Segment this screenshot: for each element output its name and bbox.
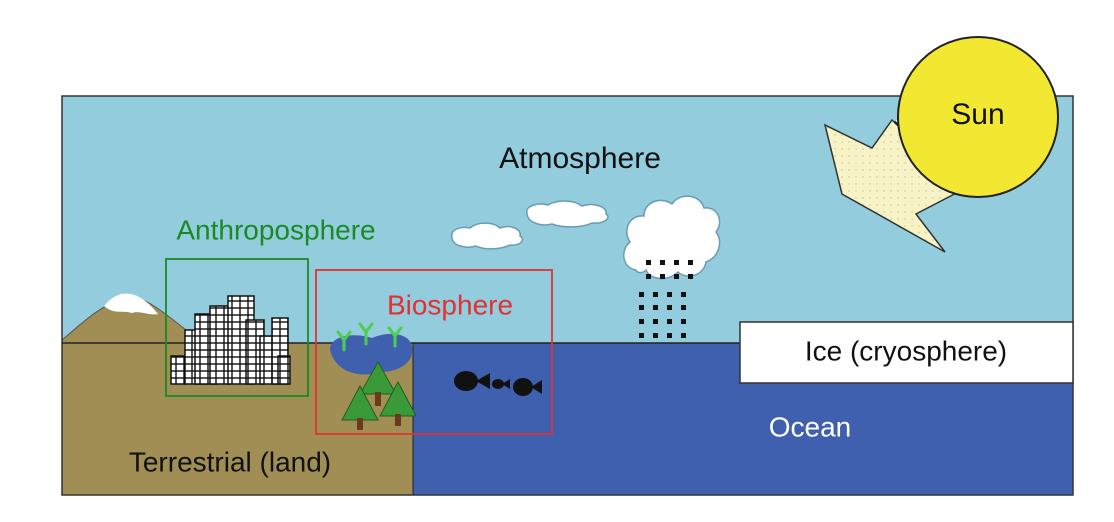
terrestrial-label: Terrestrial (land) [129, 446, 331, 477]
fish-icon [454, 371, 542, 396]
rain-cloud-icon [623, 195, 721, 338]
mountain-icon [62, 293, 207, 346]
diagram-frame [61, 95, 1074, 496]
sun-label: Sun [951, 98, 1004, 131]
atmosphere-label: Atmosphere [499, 142, 661, 175]
pond-icon [330, 333, 413, 375]
sun-icon [897, 36, 1059, 198]
cloud-icon [526, 200, 609, 228]
ice-cryosphere-box [739, 321, 1074, 384]
ice-label: Ice (cryosphere) [805, 335, 1007, 366]
plant-icon [336, 322, 403, 352]
tree-icon [341, 360, 417, 430]
city-buildings-icon [170, 295, 291, 385]
cloud-icon [451, 222, 524, 250]
anthroposphere-box [165, 258, 309, 397]
biosphere-box [315, 269, 553, 435]
anthroposphere-label: Anthroposphere [176, 214, 375, 245]
ocean-label: Ocean [769, 411, 852, 442]
biosphere-label: Biosphere [387, 289, 513, 320]
